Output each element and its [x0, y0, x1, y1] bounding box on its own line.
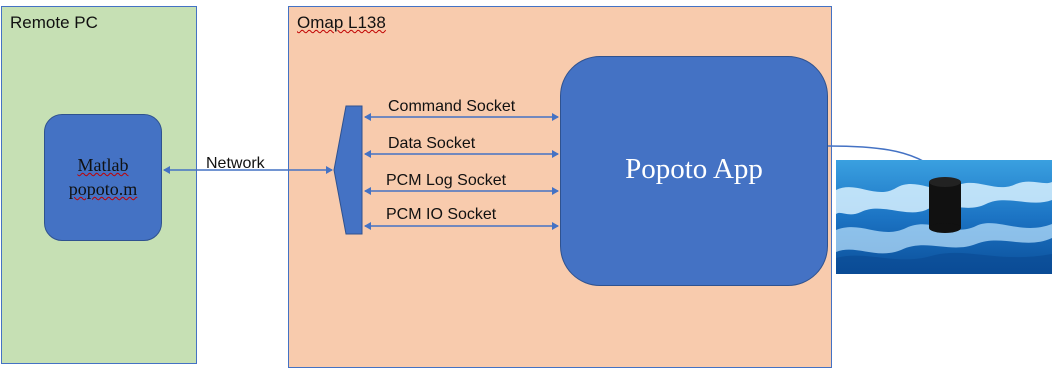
network-label: Network — [206, 155, 265, 172]
matlab-box: Matlab popoto.m — [44, 114, 162, 241]
matlab-label: Matlab — [77, 155, 129, 175]
pcm-log-socket-label: PCM Log Socket — [386, 172, 507, 189]
popoto-app-label: Popoto App — [625, 153, 763, 185]
remote-pc-title: Remote PC — [10, 13, 98, 32]
popoto-app-box: Popoto App — [560, 56, 828, 286]
omap-title: Omap L138 — [297, 13, 386, 32]
data-socket-label: Data Socket — [388, 135, 476, 152]
transducer-icon — [929, 177, 961, 233]
popoto-m-label: popoto.m — [68, 179, 138, 199]
pcm-io-socket-label: PCM IO Socket — [386, 206, 497, 223]
remote-pc-region: Remote PC Matlab popoto.m — [1, 6, 197, 364]
command-socket-label: Command Socket — [388, 98, 516, 115]
socket-hub — [333, 105, 363, 235]
ocean-image — [836, 160, 1052, 274]
